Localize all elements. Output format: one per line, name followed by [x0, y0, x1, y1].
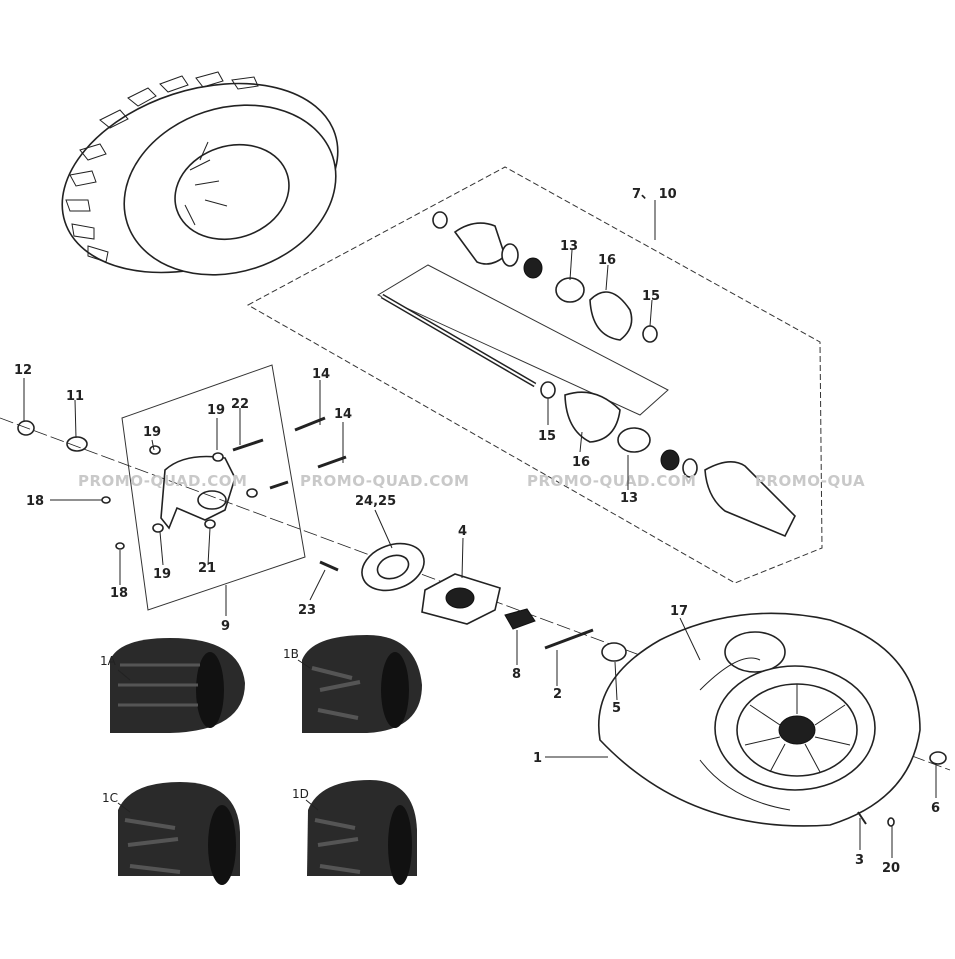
label-14b: 14 — [334, 407, 352, 422]
label-13a: 13 — [560, 239, 578, 254]
wheel-hub — [421, 573, 501, 625]
label-15b: 15 — [538, 429, 556, 444]
label-22: 22 — [231, 397, 249, 412]
tire-variant-1C — [118, 782, 240, 885]
label-16a: 16 — [598, 253, 616, 268]
tire-top-left — [61, 71, 339, 276]
label-11: 11 — [66, 389, 84, 404]
nut-20 — [887, 817, 895, 827]
stud-23 — [319, 560, 339, 572]
valve-3 — [857, 811, 867, 825]
label-1C: 1C — [102, 791, 118, 805]
label-5: 5 — [612, 701, 621, 716]
label-2: 2 — [553, 687, 562, 702]
label-12: 12 — [14, 363, 32, 378]
tire-variant-1A — [110, 638, 245, 733]
watermark-1: PROMO-QUAD.COM — [78, 472, 247, 490]
label-1D: 1D — [292, 787, 309, 801]
label-16b: 16 — [572, 455, 590, 470]
label-19b: 19 — [143, 425, 161, 440]
cap-5 — [601, 642, 627, 662]
label-24-25: 24,25 — [355, 494, 396, 509]
label-13b: 13 — [620, 491, 638, 506]
label-8: 8 — [512, 667, 521, 682]
watermark-3: PROMO-QUAD.COM — [527, 472, 696, 490]
knuckle-assembly — [121, 364, 347, 611]
label-18a: 18 — [26, 494, 44, 509]
label-15a: 15 — [642, 289, 660, 304]
label-6: 6 — [931, 801, 940, 816]
label-9: 9 — [221, 619, 230, 634]
watermark-4: PROMO-QUA — [755, 472, 865, 490]
label-20: 20 — [882, 861, 900, 876]
label-18b: 18 — [110, 586, 128, 601]
watermark-2: PROMO-QUAD.COM — [300, 472, 469, 490]
label-1: 1 — [533, 751, 542, 766]
label-1A: 1A — [100, 654, 117, 668]
label-17: 17 — [670, 604, 688, 619]
wheel-rim-tire — [598, 612, 947, 827]
label-14a: 14 — [312, 367, 330, 382]
label-1B: 1B — [283, 647, 299, 661]
label-19c: 19 — [153, 567, 171, 582]
tire-variant-1B — [302, 635, 422, 733]
pin-2 — [544, 628, 594, 650]
nut-18b — [115, 542, 125, 550]
label-19a: 19 — [207, 403, 225, 418]
tire-variant-1D — [307, 780, 417, 885]
label-3: 3 — [855, 853, 864, 868]
label-21: 21 — [198, 561, 216, 576]
drive-shaft-assembly — [246, 166, 823, 584]
brake-disc — [361, 542, 425, 592]
cap-11 — [66, 436, 88, 452]
leader-lines — [23, 200, 937, 858]
nut-8 — [504, 608, 536, 630]
label-7-10: 7、 10 — [632, 187, 677, 202]
nut-18a — [101, 496, 111, 504]
label-23: 23 — [298, 603, 316, 618]
label-4: 4 — [458, 524, 467, 539]
